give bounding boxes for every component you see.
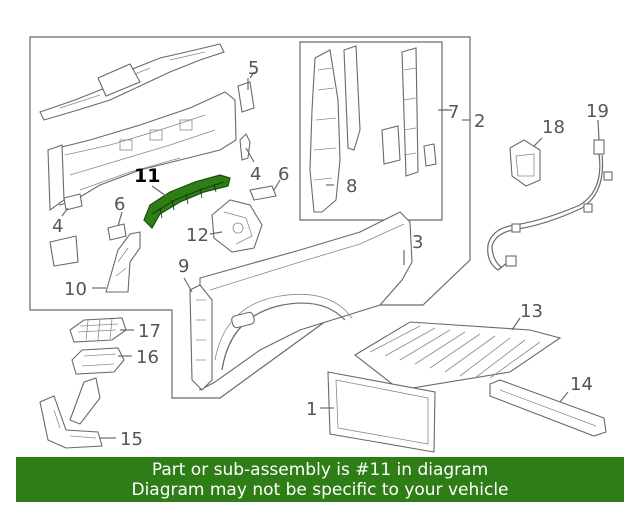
- part-10: [105, 231, 141, 293]
- part-9: [189, 284, 213, 391]
- callout-11: 11: [134, 165, 160, 187]
- part-3-outer-side: [199, 211, 413, 391]
- part-16: [71, 347, 125, 375]
- callout-14: 14: [570, 374, 593, 395]
- callout-18: 18: [542, 117, 565, 138]
- callout-6-left: 6: [114, 194, 125, 215]
- callout-3: 3: [412, 232, 423, 253]
- callout-4-lower: 4: [52, 216, 63, 237]
- part-11-highlighted: [143, 174, 231, 229]
- parts-diagram: 1 2 3 4 4 5 6 6 7 8 9 10 11 12 13 14 15 …: [29, 36, 613, 453]
- part-17: [69, 317, 127, 343]
- part-top-rail: [39, 43, 225, 121]
- callout-9: 9: [178, 256, 189, 277]
- callout-12: 12: [186, 225, 209, 246]
- callout-6-right: 6: [278, 164, 289, 185]
- callout-2: 2: [474, 111, 485, 132]
- part-1-tailgate: [327, 371, 436, 453]
- callout-4-upper: 4: [250, 164, 261, 185]
- callout-13: 13: [520, 301, 543, 322]
- banner-line-2: Diagram may not be specific to your vehi…: [131, 480, 509, 500]
- callout-10: 10: [64, 279, 87, 300]
- part-15: [39, 377, 103, 449]
- part-4-lower: [63, 193, 83, 211]
- assembly-frame: [29, 36, 471, 399]
- part-14: [489, 379, 607, 437]
- info-banner: Part or sub-assembly is #11 in diagram D…: [16, 457, 624, 502]
- callout-8: 8: [346, 176, 357, 197]
- part-8-group: [309, 45, 437, 213]
- callout-17: 17: [138, 321, 161, 342]
- part-12: [211, 199, 263, 253]
- subframe-7: [299, 41, 443, 221]
- callout-5: 5: [248, 58, 259, 79]
- callout-16: 16: [136, 347, 159, 368]
- part-5-bracket: [237, 71, 255, 113]
- part-18: [509, 139, 541, 187]
- part-small-left-bracket: [49, 235, 79, 267]
- part-4-upper: [239, 133, 251, 161]
- banner-line-1: Part or sub-assembly is #11 in diagram: [151, 460, 489, 480]
- part-6-right: [249, 185, 277, 201]
- callout-7: 7: [448, 102, 459, 123]
- callout-1: 1: [306, 399, 317, 420]
- part-19-harness: [487, 139, 613, 271]
- part-13-bed-floor: [354, 321, 562, 391]
- callout-15: 15: [120, 429, 143, 450]
- leader-lines: [61, 78, 600, 439]
- part-6-left: [107, 223, 127, 241]
- callout-19: 19: [586, 101, 609, 122]
